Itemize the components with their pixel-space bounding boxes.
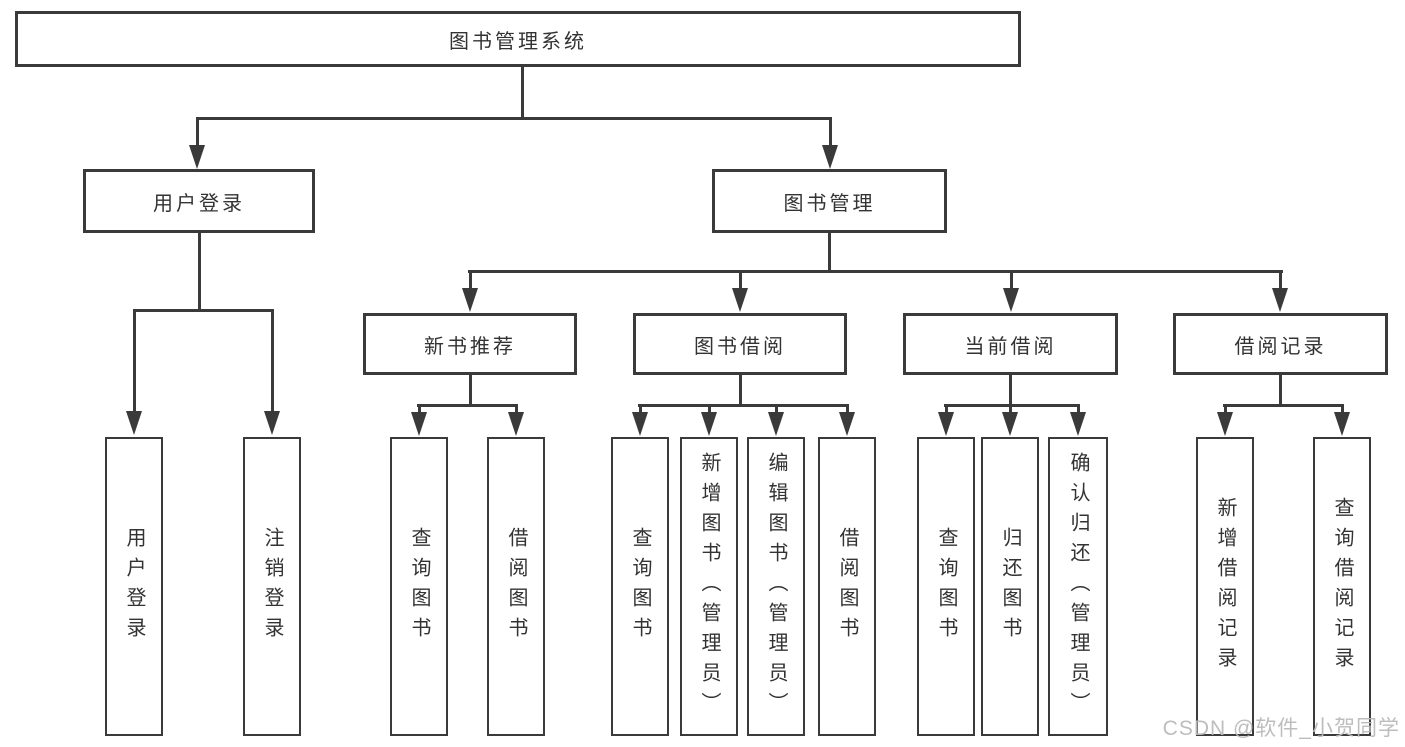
connector-line [1010, 272, 1013, 289]
connector-line [739, 272, 742, 289]
connector-line [1279, 375, 1282, 405]
connector-line [639, 405, 642, 413]
leaf-user-login: 用户登录 [105, 437, 163, 736]
connector-line [739, 375, 742, 405]
arrow-down-icon [701, 412, 717, 436]
arrow-down-icon [462, 288, 478, 312]
connector-line [515, 405, 518, 413]
leaf-borrow-books-recommend: 借阅图书 [487, 437, 545, 736]
arrow-down-icon [508, 412, 524, 436]
connector-line [846, 405, 849, 413]
node-new-book-recommend-label: 新书推荐 [424, 335, 516, 358]
connector-line [418, 405, 421, 413]
leaf-return-books-label: 归还图书 [999, 526, 1021, 647]
leaf-query-books-borrow-label: 查询图书 [629, 526, 651, 647]
arrow-down-icon [632, 412, 648, 436]
leaf-query-books-current-label: 查询图书 [935, 526, 957, 647]
leaf-confirm-return-admin: 确认归还（管理员） [1048, 437, 1108, 736]
arrow-down-icon [1217, 412, 1233, 436]
connector-line [521, 67, 524, 118]
connector-line [198, 233, 201, 310]
connector-line [638, 404, 849, 407]
leaf-borrow-books: 借阅图书 [818, 437, 876, 736]
leaf-edit-books-admin-label: 编辑图书（管理员） [765, 451, 787, 722]
arrow-down-icon [264, 411, 280, 435]
leaf-add-borrow-record-label: 新增借阅记录 [1214, 496, 1236, 677]
leaf-logout-login: 注销登录 [243, 437, 301, 736]
connector-line [1009, 405, 1012, 413]
node-user-login: 用户登录 [83, 169, 315, 233]
connector-line [708, 405, 711, 413]
arrow-down-icon [768, 412, 784, 436]
leaf-confirm-return-admin-label: 确认归还（管理员） [1067, 451, 1089, 722]
leaf-user-login-label: 用户登录 [123, 526, 145, 647]
leaf-add-books-admin-label: 新增图书（管理员） [698, 451, 720, 722]
arrow-down-icon [1272, 288, 1288, 312]
leaf-query-books-borrow: 查询图书 [611, 437, 669, 736]
connector-line [828, 233, 831, 271]
csdn-watermark: CSDN @软件_小贺同学 [1162, 717, 1400, 740]
node-borrow-records: 借阅记录 [1173, 313, 1388, 375]
leaf-query-borrow-record: 查询借阅记录 [1313, 437, 1371, 736]
arrow-down-icon [1070, 412, 1086, 436]
leaf-borrow-books-recommend-label: 借阅图书 [505, 526, 527, 647]
leaf-add-books-admin: 新增图书（管理员） [680, 437, 738, 736]
connector-line [196, 118, 199, 146]
connector-line [1077, 405, 1080, 413]
node-borrow-records-label: 借阅记录 [1234, 335, 1327, 358]
node-user-login-label: 用户登录 [153, 192, 245, 215]
arrow-down-icon [411, 412, 427, 436]
leaf-query-borrow-record-label: 查询借阅记录 [1331, 496, 1353, 677]
arrow-down-icon [1003, 288, 1019, 312]
arrow-down-icon [1002, 412, 1018, 436]
leaf-query-books-current: 查询图书 [917, 437, 975, 736]
node-book-management: 图书管理 [712, 169, 947, 233]
node-root-label: 图书管理系统 [449, 30, 587, 53]
connector-line [945, 405, 948, 413]
arrow-down-icon [822, 145, 838, 169]
leaf-query-books-recommend-label: 查询图书 [408, 526, 430, 647]
connector-line [133, 310, 136, 411]
node-current-borrow: 当前借阅 [903, 313, 1118, 375]
connector-line [469, 272, 472, 289]
node-root: 图书管理系统 [15, 11, 1021, 67]
leaf-query-books-recommend: 查询图书 [390, 437, 448, 736]
arrow-down-icon [839, 412, 855, 436]
arrow-down-icon [126, 411, 142, 435]
connector-line [1341, 405, 1344, 413]
node-book-borrow-label: 图书借阅 [694, 335, 786, 358]
node-current-borrow-label: 当前借阅 [964, 335, 1057, 358]
node-new-book-recommend: 新书推荐 [363, 313, 577, 375]
connector-line [469, 375, 472, 405]
leaf-edit-books-admin: 编辑图书（管理员） [747, 437, 805, 736]
connector-line [271, 310, 274, 411]
connector-line [775, 405, 778, 413]
connector-line [1224, 405, 1227, 413]
leaf-logout-login-label: 注销登录 [261, 526, 283, 647]
leaf-borrow-books-label: 借阅图书 [836, 526, 858, 647]
connector-line [1223, 404, 1344, 407]
connector-line [468, 270, 1283, 273]
arrow-down-icon [1334, 412, 1350, 436]
connector-line [196, 117, 832, 120]
leaf-return-books: 归还图书 [981, 437, 1039, 736]
arrow-down-icon [189, 145, 205, 169]
arrow-down-icon [938, 412, 954, 436]
connector-line [133, 309, 274, 312]
leaf-add-borrow-record: 新增借阅记录 [1196, 437, 1254, 736]
arrow-down-icon [732, 288, 748, 312]
connector-line [1279, 272, 1282, 289]
connector-line [944, 404, 1080, 407]
connector-line [417, 404, 518, 407]
connector-line [1009, 375, 1012, 405]
node-book-borrow: 图书借阅 [633, 313, 847, 375]
connector-line [829, 118, 832, 146]
node-book-management-label: 图书管理 [783, 192, 876, 215]
